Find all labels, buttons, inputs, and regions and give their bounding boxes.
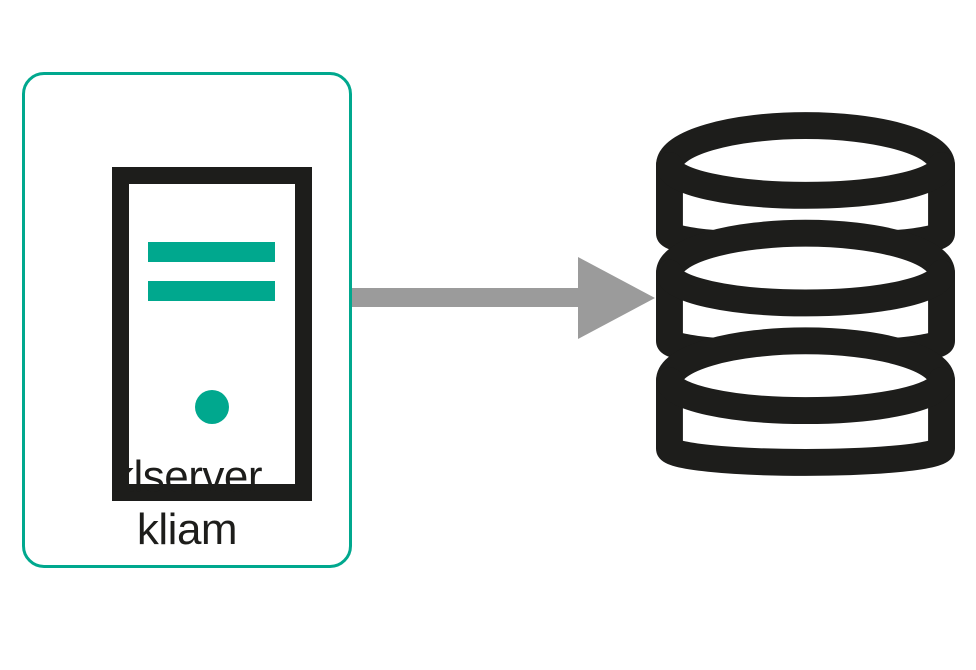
server-tower-outline [112,167,312,501]
database-stack-icon [656,112,955,476]
server-tower-icon [112,167,312,501]
server-node-card: klserver kliam [22,72,352,568]
db-ring-3 [656,327,955,476]
server-power-led [195,390,229,424]
server-led-bar-2 [148,281,275,301]
connection-arrow [352,255,655,341]
server-label-line2: kliam [136,505,238,554]
arrow-head [578,257,655,339]
arrow-shaft [352,288,590,307]
server-label-line1: klserver [111,452,263,501]
server-label: klserver kliam [22,450,352,556]
server-led-bar-1 [148,242,275,262]
